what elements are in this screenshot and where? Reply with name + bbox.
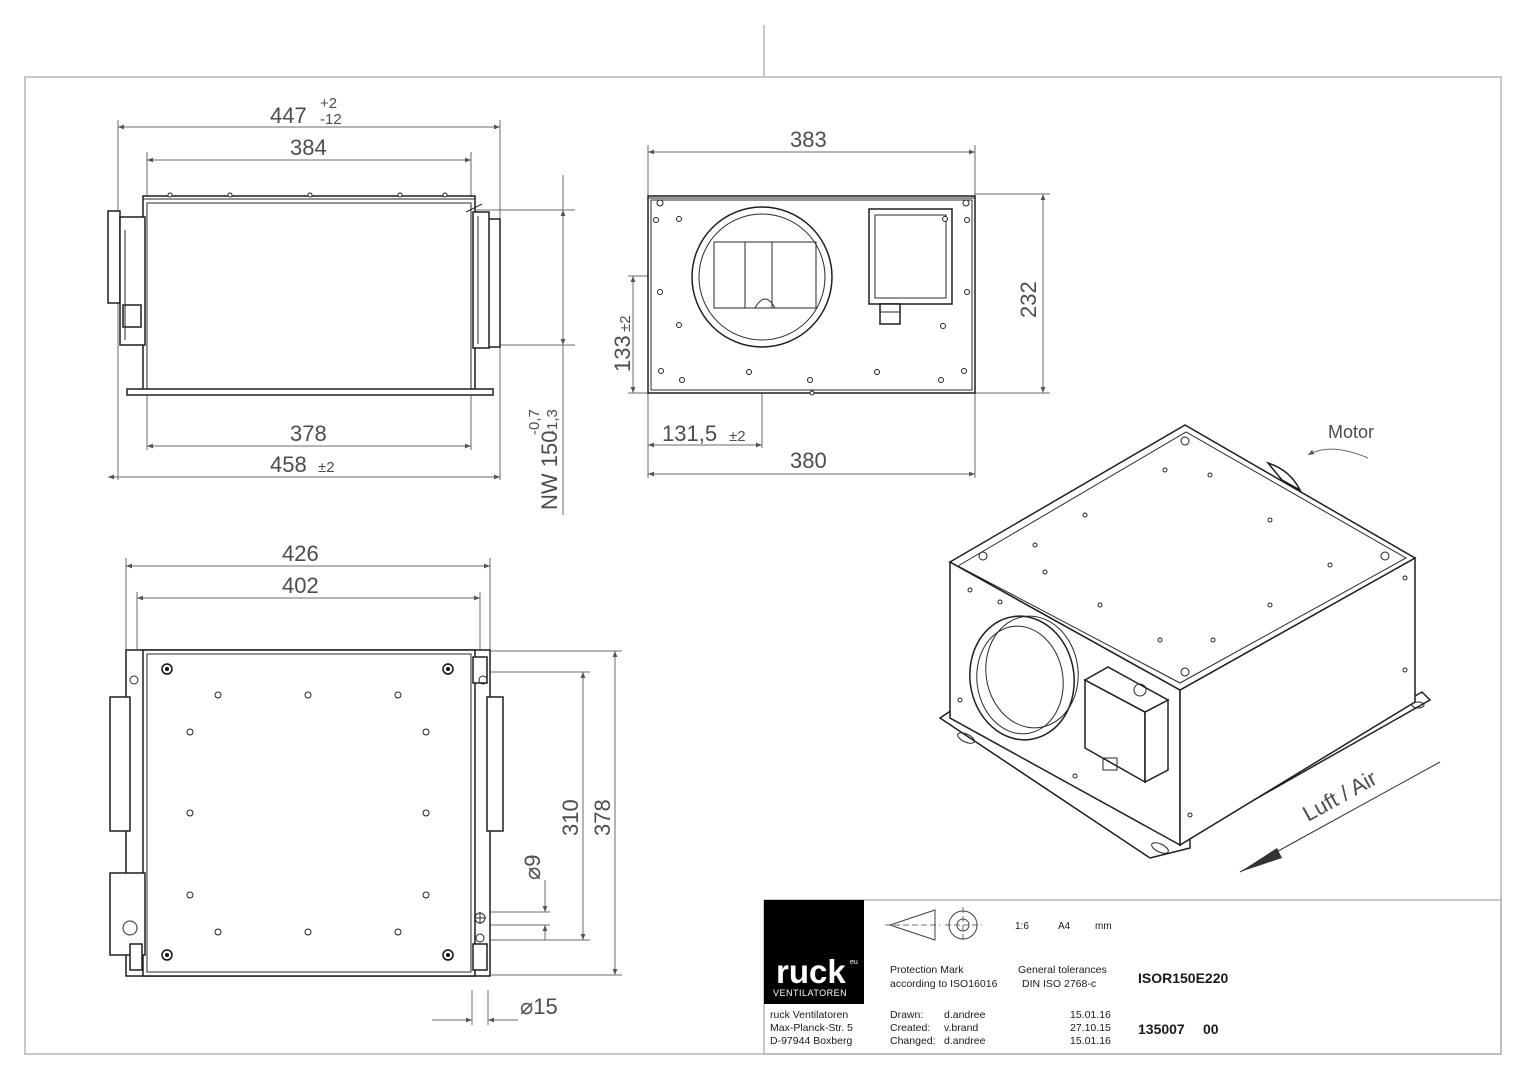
logo-subtitle: VENTILATOREN [773,988,847,998]
side-view [107,120,575,515]
sheet-frame [24,25,1502,1055]
model-number: ISOR150E220 [1138,970,1228,986]
paper-size: A4 [1058,921,1071,932]
company-line-3: D-97944 Boxberg [770,1035,852,1047]
changed-by: d.andree [944,1035,986,1047]
top-view [109,558,622,1025]
revision: 00 [1203,1021,1219,1037]
dim-flange-tol: ±2 [318,459,335,476]
dim-tol-minus: -12 [320,111,342,128]
dim-nominal: NW 150 [537,431,562,510]
dim-front-height: 232 [1016,281,1041,318]
dim-body-width: 384 [290,135,327,160]
unit: mm [1095,921,1112,932]
protection-line-1: Protection Mark [890,964,964,976]
dim-hole-diameter: ⌀15 [520,994,558,1019]
dim-top-inner-width: 402 [282,573,319,598]
drawn-by: d.andree [944,1009,986,1021]
drawn-date: 15.01.16 [1070,1009,1111,1021]
dim-center-height: 133 [610,335,635,372]
created-label: Created: [890,1022,930,1034]
drawn-label: Drawn: [890,1009,923,1021]
dim-center-height-tol: ±2 [617,315,634,332]
protection-line-2: according to ISO16016 [890,978,998,990]
changed-date: 15.01.16 [1070,1035,1111,1047]
company-line-1: ruck Ventilatoren [770,1009,848,1021]
dim-flange-width: 458 [270,452,307,477]
dim-front-base-width: 380 [790,448,827,473]
dim-slot-diameter: ⌀9 [520,855,545,880]
dim-tol-plus: +2 [320,95,337,112]
isometric-view [938,424,1441,873]
created-by: v.brand [944,1022,978,1034]
dim-top-height-inner: 310 [558,799,583,836]
motor-label: Motor [1328,422,1374,442]
ruck-logo [764,900,864,1004]
created-date: 27.10.15 [1070,1022,1111,1034]
drawing-number: 135007 [1138,1021,1185,1037]
dim-top-height-outer: 378 [590,799,615,836]
dim-base-width: 378 [290,421,327,446]
title-block [763,899,1502,1055]
projection-symbol-icon [885,907,982,943]
scale: 1:6 [1015,921,1029,932]
changed-label: Changed: [890,1035,936,1047]
dim-top-width: 426 [282,541,319,566]
dim-nominal-tol-bottom: -1,3 [544,409,561,435]
tolerance-line-1: General tolerances [1018,964,1107,976]
company-line-2: Max-Planck-Str. 5 [770,1022,853,1034]
front-view [628,145,1050,478]
dim-center-offset-tol: ±2 [729,428,746,445]
logo-superscript: eu [850,959,858,966]
dim-overall-width: 447 [270,103,307,128]
logo-text: ruck [776,953,846,990]
dim-front-width: 383 [790,127,827,152]
dim-center-offset: 131,5 [662,421,717,446]
dim-nominal-tol-top: -0,7 [526,409,543,435]
tolerance-line-2: DIN ISO 2768-c [1022,978,1096,990]
